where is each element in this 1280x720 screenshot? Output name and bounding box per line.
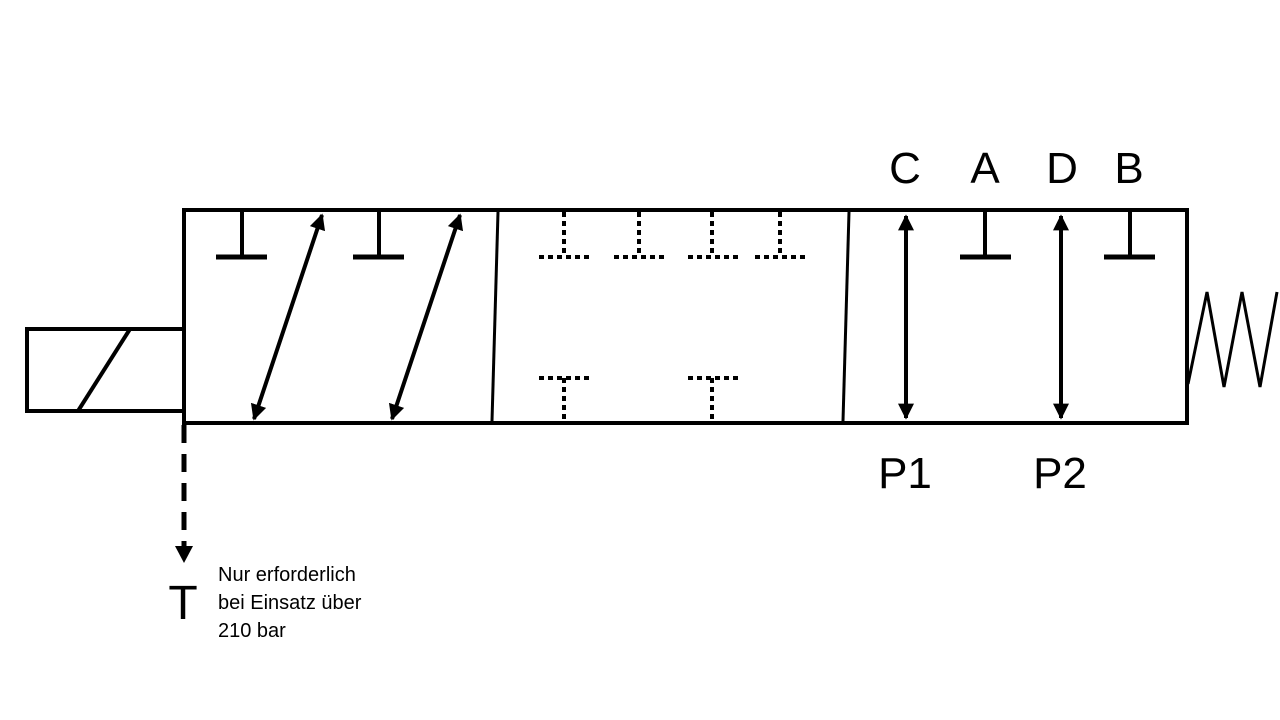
flow-arrow-icon xyxy=(388,213,464,421)
blocked-port-icon xyxy=(353,212,404,260)
blocked-port-icon xyxy=(960,212,1011,260)
tank-label: T xyxy=(168,577,197,630)
solenoid-actuator-icon xyxy=(25,327,186,413)
note-line: bei Einsatz über xyxy=(218,592,362,614)
dotted-blocked-port-icon xyxy=(755,212,806,259)
valve-body xyxy=(182,208,1189,425)
flow-arrow-icon xyxy=(250,213,326,421)
port-label-c: C xyxy=(889,144,921,193)
port-label-a: A xyxy=(970,144,1000,193)
arrow-down-icon xyxy=(175,546,193,563)
tank-drain-line xyxy=(175,425,193,563)
note-line: Nur erforderlich xyxy=(218,564,356,586)
blocked-port-icon xyxy=(216,212,267,260)
left-switch-position xyxy=(216,212,464,421)
port-labels: C A D B P1 P2 xyxy=(878,144,1144,498)
port-label-p1: P1 xyxy=(878,449,932,498)
port-label-p2: P2 xyxy=(1033,449,1087,498)
dotted-blocked-port-icon xyxy=(539,212,590,259)
dotted-blocked-port-icon xyxy=(688,376,739,421)
note-line: 210 bar xyxy=(218,620,286,642)
blocked-port-icon xyxy=(1104,212,1155,260)
port-label-d: D xyxy=(1046,144,1078,193)
drain-note: Nur erforderlich bei Einsatz über 210 ba… xyxy=(218,561,418,645)
middle-switch-position xyxy=(539,212,806,421)
port-label-b: B xyxy=(1114,144,1143,193)
switch-position-divider xyxy=(490,211,500,422)
dotted-blocked-port-icon xyxy=(614,212,665,259)
right-switch-position xyxy=(898,212,1155,420)
dotted-blocked-port-icon xyxy=(688,212,739,259)
switch-position-divider xyxy=(841,211,851,422)
dotted-blocked-port-icon xyxy=(539,376,590,421)
spring-icon xyxy=(1186,291,1279,388)
